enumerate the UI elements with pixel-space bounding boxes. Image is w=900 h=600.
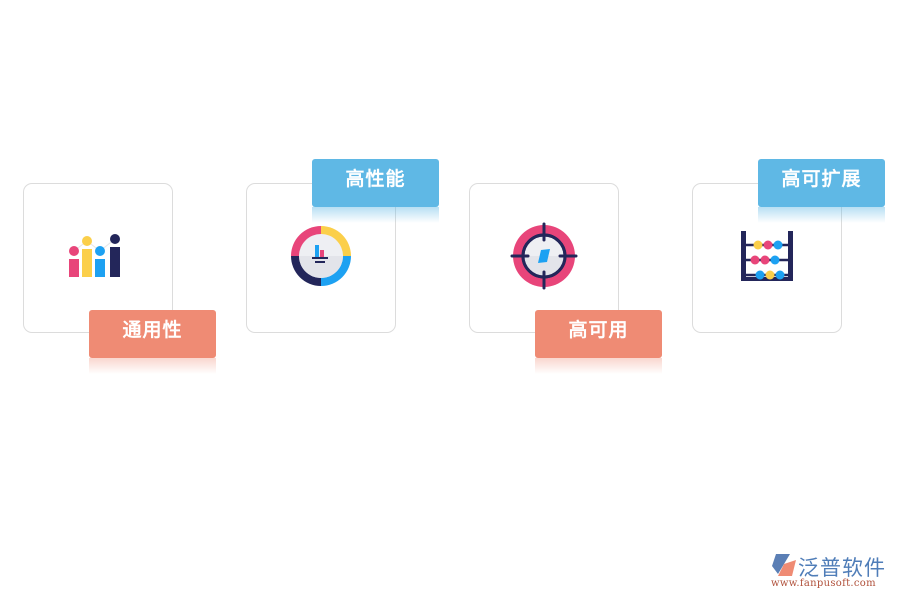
bar-chart-icon — [67, 231, 129, 285]
tag-reflection — [89, 358, 216, 374]
feature-label: 高可用 — [568, 319, 629, 341]
feature-tag-generality: 通用性 — [89, 310, 216, 358]
feature-tag-high-performance: 高性能 — [312, 159, 439, 207]
feature-tag-high-scalability: 高可扩展 — [758, 159, 885, 207]
feature-label: 高性能 — [345, 168, 406, 190]
crosshair-target-icon — [510, 222, 578, 294]
feature-label: 高可扩展 — [781, 168, 862, 190]
feature-tag-high-availability: 高可用 — [535, 310, 662, 358]
feature-card-high-scalability — [692, 183, 842, 333]
tag-reflection — [312, 207, 439, 223]
brand-name: 泛普软件 — [798, 556, 886, 580]
feature-card-high-availability — [469, 183, 619, 333]
brand-url: www.fanpusoft.com — [771, 578, 876, 589]
feature-label: 通用性 — [122, 319, 183, 341]
abacus-icon — [740, 231, 794, 285]
tag-reflection — [535, 358, 662, 374]
brand-logo: 泛普软件 www.fanpusoft.com — [768, 552, 893, 592]
logo-mark-icon — [772, 554, 796, 576]
feature-card-high-performance — [246, 183, 396, 333]
gauge-dial-icon — [290, 225, 352, 291]
feature-card-generality — [23, 183, 173, 333]
tag-reflection — [758, 207, 885, 223]
